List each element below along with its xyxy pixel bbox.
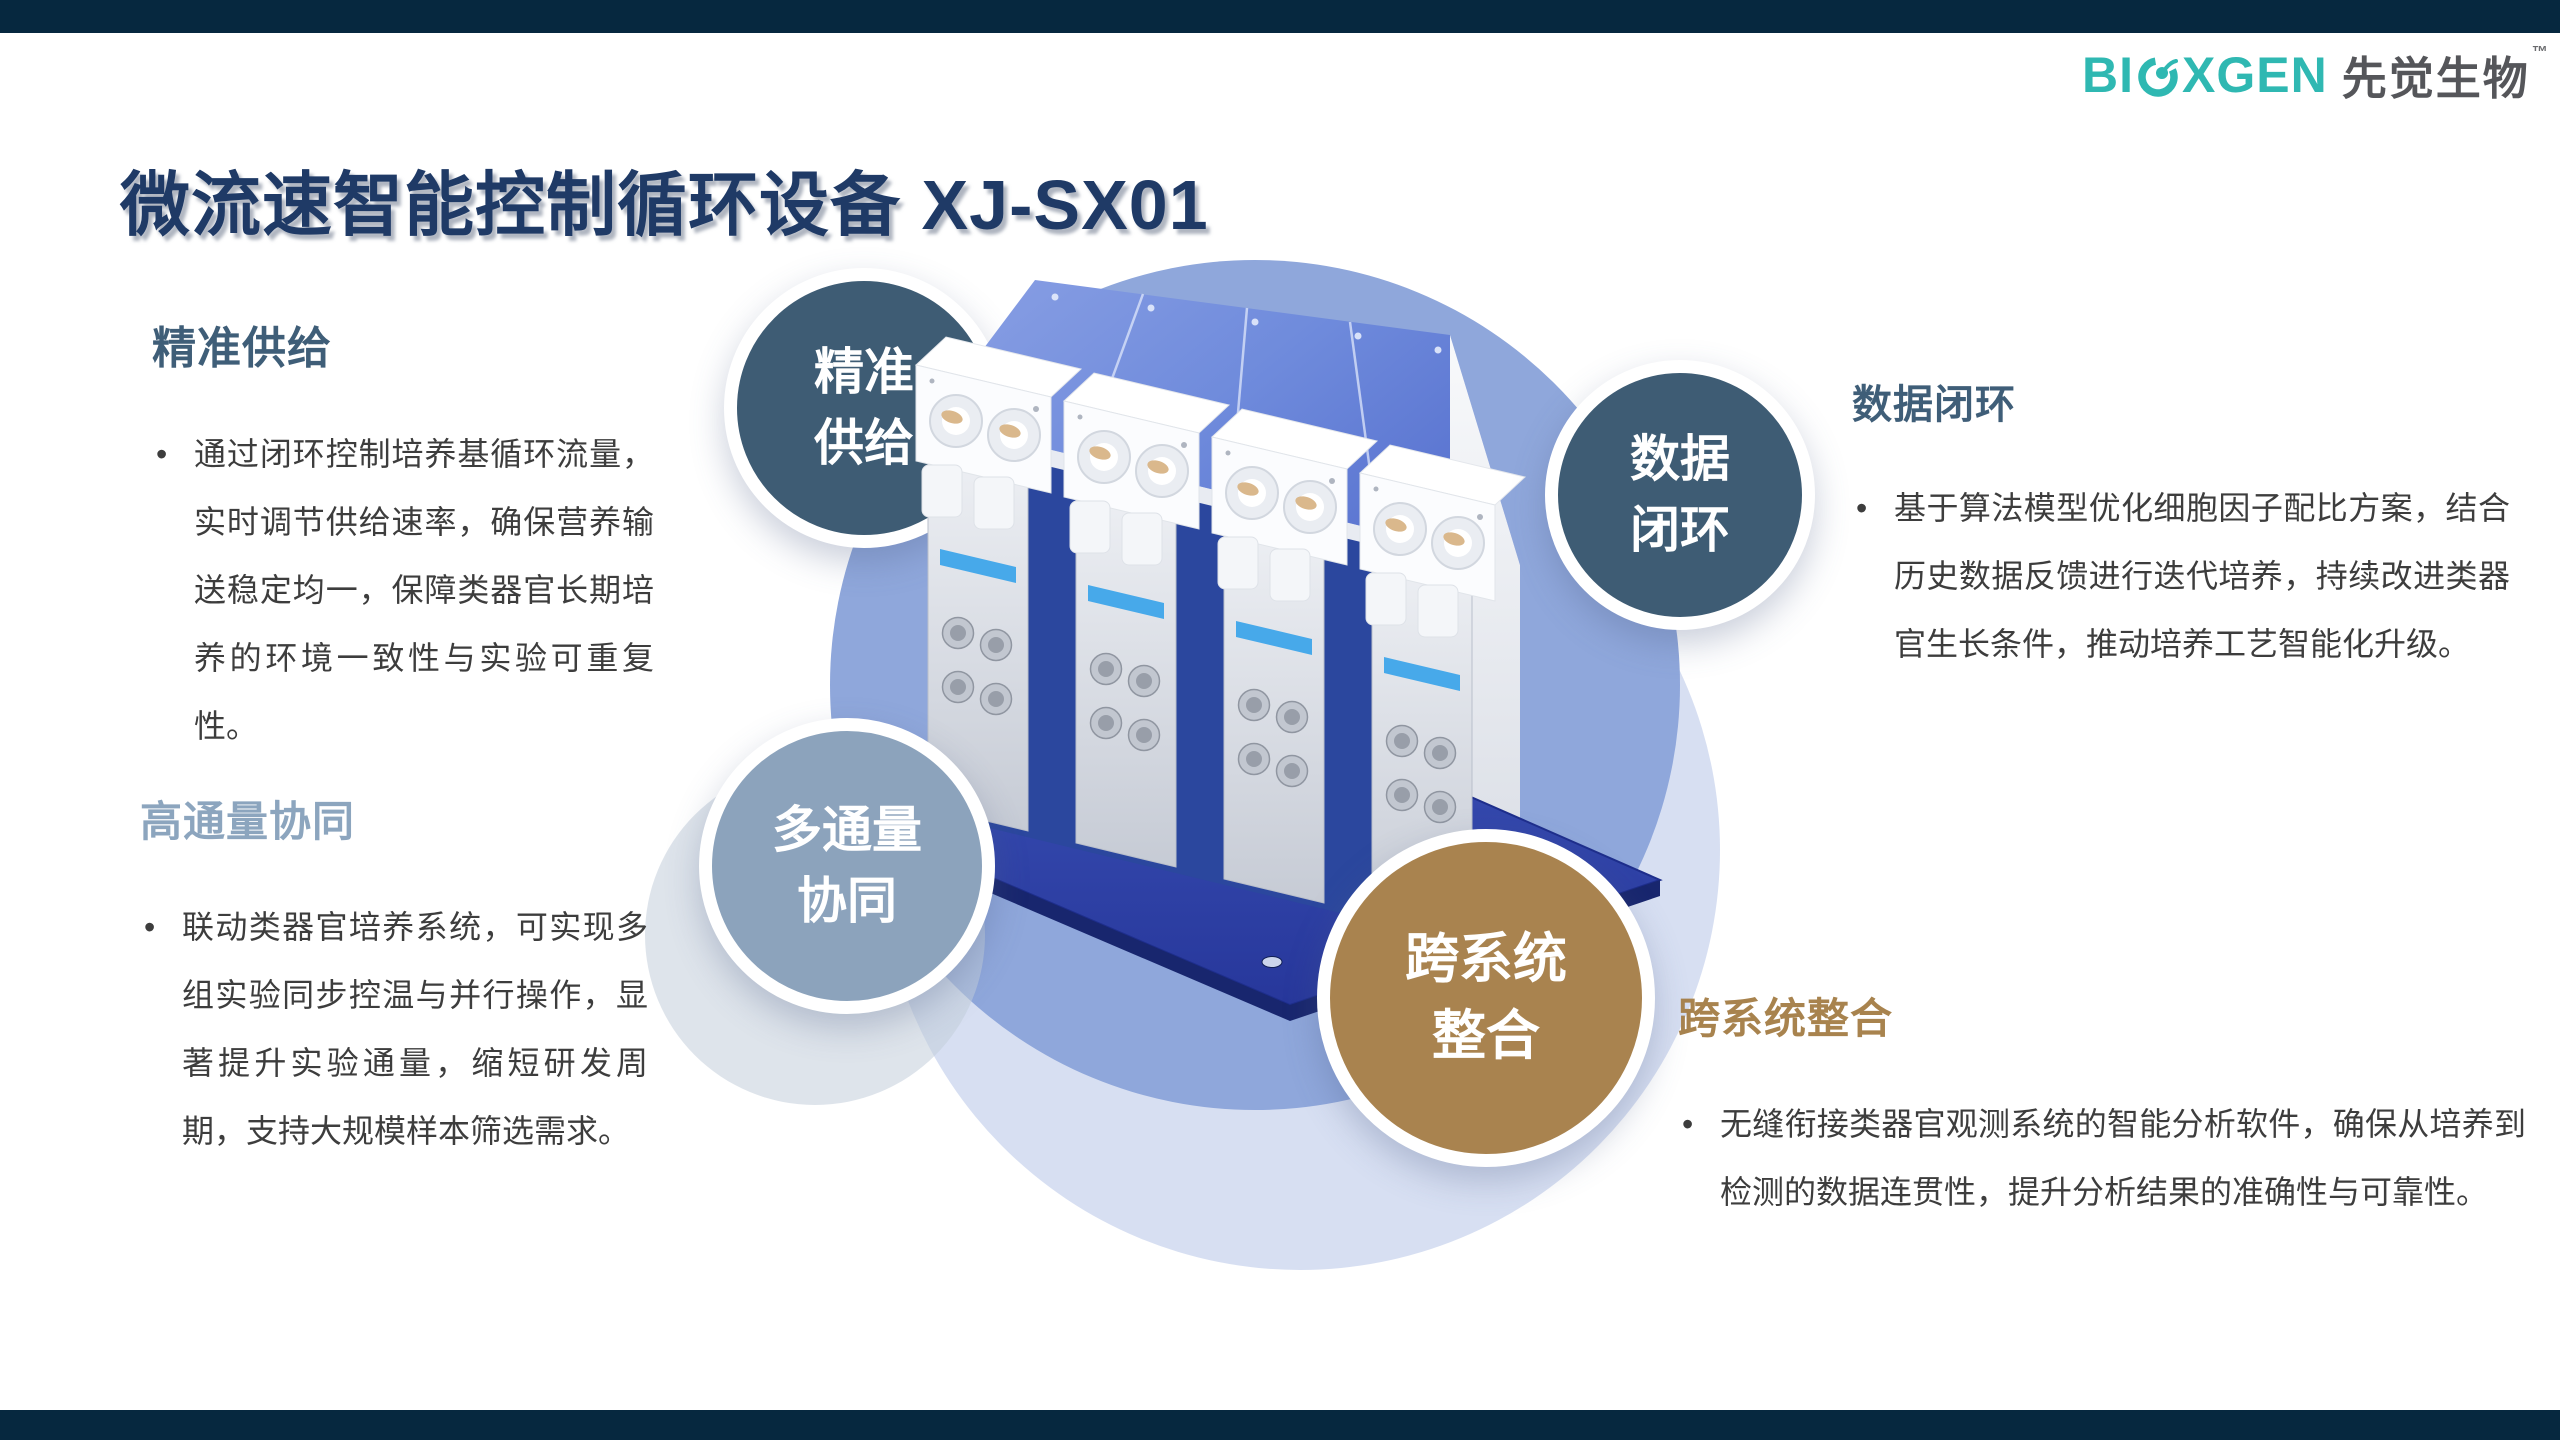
trademark-symbol: ™	[2531, 44, 2548, 61]
section-bullet-list: 基于算法模型优化细胞因子配比方案，结合历史数据反馈进行迭代培养，持续改进类器官生…	[1852, 474, 2510, 678]
section-high-throughput: 高通量协同 联动类器官培养系统，可实现多组实验同步控温与并行操作，显著提升实验通…	[140, 788, 648, 1165]
section-bullet: 联动类器官培养系统，可实现多组实验同步控温与并行操作，显著提升实验通量，缩短研发…	[140, 893, 648, 1165]
top-bar	[0, 0, 2560, 33]
section-bullet: 基于算法模型优化细胞因子配比方案，结合历史数据反馈进行迭代培养，持续改进类器官生…	[1852, 474, 2510, 678]
badge-data-loop: 数据 闭环	[1545, 360, 1815, 630]
bioxgen-o-cell-icon	[2135, 52, 2181, 98]
section-heading: 高通量协同	[140, 798, 356, 845]
section-data-loop: 数据闭环 基于算法模型优化细胞因子配比方案，结合历史数据反馈进行迭代培养，持续改…	[1852, 372, 2510, 678]
badge-label-line: 精准	[814, 344, 914, 400]
badge-label-line: 闭环	[1630, 502, 1730, 558]
section-cross-system: 跨系统整合 无缝衔接类器官观测系统的智能分析软件，确保从培养到检测的数据连贯性，…	[1678, 985, 2526, 1226]
bottom-bar	[0, 1410, 2560, 1440]
brand-cn-name: 先觉生物	[2341, 53, 2530, 104]
badge-label-line: 协同	[797, 873, 897, 929]
page-title: 微流速智能控制循环设备 XJ-SX01	[120, 165, 1209, 244]
section-heading: 精准供给	[152, 324, 332, 373]
badge-cross-system: 跨系统 整合	[1317, 829, 1655, 1167]
badge-multi-channel: 多通量 协同	[699, 718, 995, 1014]
section-bullet-list: 通过闭环控制培养基循环流量，实时调节供给速率，确保营养输送稳定均一，保障类器官长…	[152, 420, 654, 760]
badge-label-line: 数据	[1630, 431, 1730, 487]
badge-label-line: 整合	[1432, 1006, 1540, 1066]
badge-label-line: 多通量	[772, 802, 922, 858]
section-bullet-list: 无缝衔接类器官观测系统的智能分析软件，确保从培养到检测的数据连贯性，提升分析结果…	[1678, 1090, 2526, 1226]
section-heading: 跨系统整合	[1678, 995, 1894, 1042]
section-bullet: 无缝衔接类器官观测系统的智能分析软件，确保从培养到检测的数据连贯性，提升分析结果…	[1678, 1090, 2526, 1226]
device-illustration	[873, 280, 1663, 1021]
brand-wordmark: BI XGEN	[2082, 46, 2328, 103]
badge-label-line: 跨系统	[1405, 929, 1567, 990]
section-bullet: 通过闭环控制培养基循环流量，实时调节供给速率，确保营养输送稳定均一，保障类器官长…	[152, 420, 654, 760]
section-heading: 数据闭环	[1852, 383, 2016, 427]
section-bullet-list: 联动类器官培养系统，可实现多组实验同步控温与并行操作，显著提升实验通量，缩短研发…	[140, 893, 648, 1165]
section-precise-supply: 精准供给 通过闭环控制培养基循环流量，实时调节供给速率，确保营养输送稳定均一，保…	[152, 312, 654, 760]
company-logo: BI XGEN 先觉生物 ™	[2082, 42, 2548, 107]
badge-label-line: 供给	[814, 415, 914, 471]
